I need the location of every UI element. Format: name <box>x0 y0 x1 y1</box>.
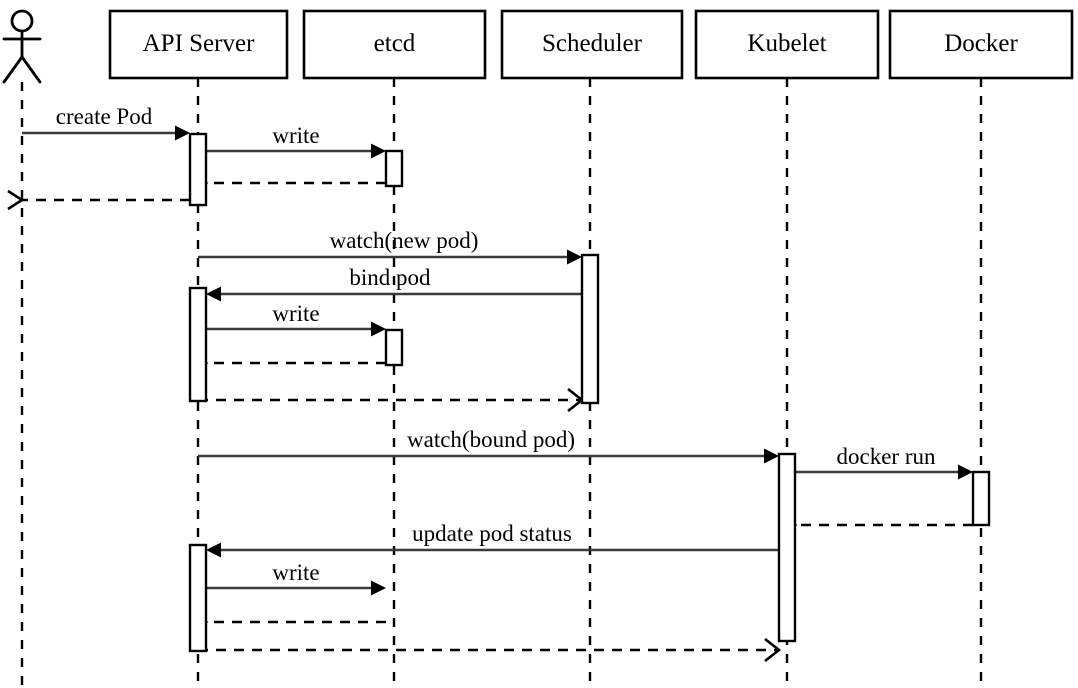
arrowhead-filled-m2 <box>371 143 386 159</box>
message-label-lbl2: write <box>272 123 319 148</box>
message-m12[interactable] <box>780 514 973 536</box>
message-m4[interactable] <box>7 189 190 211</box>
arrowhead-open-m16 <box>764 637 782 663</box>
activation-bar-docker-act-1[interactable] <box>971 470 991 527</box>
message-m9[interactable] <box>198 387 585 413</box>
message-label-lbl3: watch(new pod) <box>330 228 479 253</box>
message-label-lbl7: docker run <box>837 444 936 469</box>
participant-box-etcd[interactable] <box>302 9 487 80</box>
activation-bar-api-act-2[interactable] <box>188 286 208 403</box>
message-m14[interactable] <box>206 580 386 596</box>
participant-label-scheduler: Scheduler <box>542 30 643 57</box>
message-label-lbl1: create Pod <box>56 104 153 129</box>
message-label-lbl6: watch(bound pod) <box>407 427 575 452</box>
message-label-lbl5: write <box>272 301 319 326</box>
arrowhead-filled-m14 <box>371 580 386 596</box>
message-m15[interactable] <box>191 611 386 633</box>
message-m13[interactable] <box>206 542 779 558</box>
messages-group <box>7 125 973 663</box>
participant-label-etcd: etcd <box>374 30 416 57</box>
activation-bar-etcd-act-2[interactable] <box>384 328 404 367</box>
message-m16[interactable] <box>198 637 782 663</box>
participant-label-apiserver: API Server <box>143 30 255 57</box>
activation-bar-api-act-3[interactable] <box>188 543 208 653</box>
activation-bar-api-act-1[interactable] <box>188 132 208 207</box>
participant-label-docker: Docker <box>944 30 1018 57</box>
participant-box-kubelet[interactable] <box>694 9 880 80</box>
arrowhead-open-m9 <box>567 387 585 413</box>
arrowhead-open-m4 <box>7 189 25 211</box>
activation-bar-sched-act-1[interactable] <box>580 253 600 405</box>
actor-leg-right-icon <box>20 55 42 84</box>
message-m6[interactable] <box>206 286 582 302</box>
participant-box-scheduler[interactable] <box>500 9 684 80</box>
arrowhead-filled-m13 <box>206 542 221 558</box>
arrowhead-filled-m1 <box>175 125 190 141</box>
activation-bar-kube-act-1[interactable] <box>777 452 797 643</box>
participant-boxes-group: API Server etcd Scheduler Kubelet Docker <box>108 9 1074 80</box>
actor-leg-left-icon <box>2 55 24 84</box>
arrowhead-filled-m11 <box>958 464 973 480</box>
message-m1[interactable] <box>22 125 190 141</box>
arrowhead-filled-m6 <box>206 286 221 302</box>
message-m5[interactable] <box>198 249 582 265</box>
message-m11[interactable] <box>795 464 973 480</box>
arrowhead-filled-m5 <box>567 249 582 265</box>
participant-label-kubelet: Kubelet <box>747 30 826 57</box>
participant-box-apiserver[interactable] <box>108 9 289 80</box>
message-label-lbl4: bind pod <box>349 265 431 290</box>
arrowhead-filled-m10 <box>764 448 779 464</box>
activation-bars-group <box>188 132 991 653</box>
arrowhead-filled-m7 <box>371 321 386 337</box>
message-m3[interactable] <box>191 172 386 194</box>
message-m7[interactable] <box>206 321 386 337</box>
lifelines-group <box>20 78 983 688</box>
message-m8[interactable] <box>191 352 386 374</box>
message-m10[interactable] <box>198 448 779 464</box>
message-labels-group: create Pod write watch(new pod) bind pod wri… <box>56 104 936 585</box>
message-label-lbl9: write <box>272 560 319 585</box>
participant-box-docker[interactable] <box>888 9 1074 80</box>
message-m2[interactable] <box>206 143 386 159</box>
message-label-lbl8: update pod status <box>412 521 572 546</box>
actor-figure-group <box>2 9 42 84</box>
actor-head-icon <box>10 9 34 33</box>
activation-bar-etcd-act-1[interactable] <box>384 149 404 188</box>
